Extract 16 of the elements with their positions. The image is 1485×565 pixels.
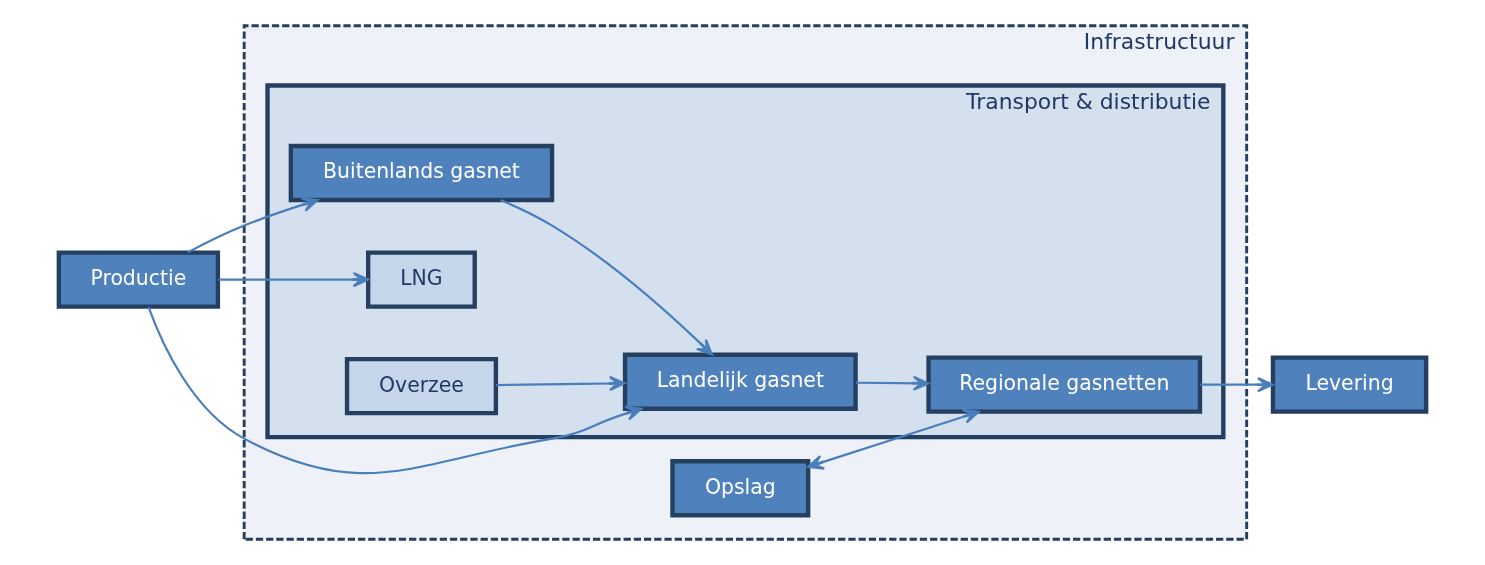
- arrow: [187, 197, 319, 254]
- node-box: Regionale gasnetten: [926, 355, 1203, 414]
- node-box: Overzee: [344, 356, 499, 416]
- arrow: [218, 271, 370, 288]
- node-box: Buitenlands gasnet: [288, 143, 555, 203]
- node-box: LNG: [366, 250, 477, 309]
- arrow: [1200, 377, 1274, 393]
- arrow: [855, 375, 930, 391]
- node-box: Levering: [1270, 355, 1429, 414]
- arrow: [496, 375, 626, 392]
- arrow: [807, 408, 980, 470]
- node-box: Opslag: [670, 459, 811, 518]
- node-box: Productie: [56, 250, 221, 309]
- arrow: [147, 306, 643, 475]
- arrow: [500, 199, 713, 356]
- node-box: Landelijk gasnet: [622, 352, 858, 411]
